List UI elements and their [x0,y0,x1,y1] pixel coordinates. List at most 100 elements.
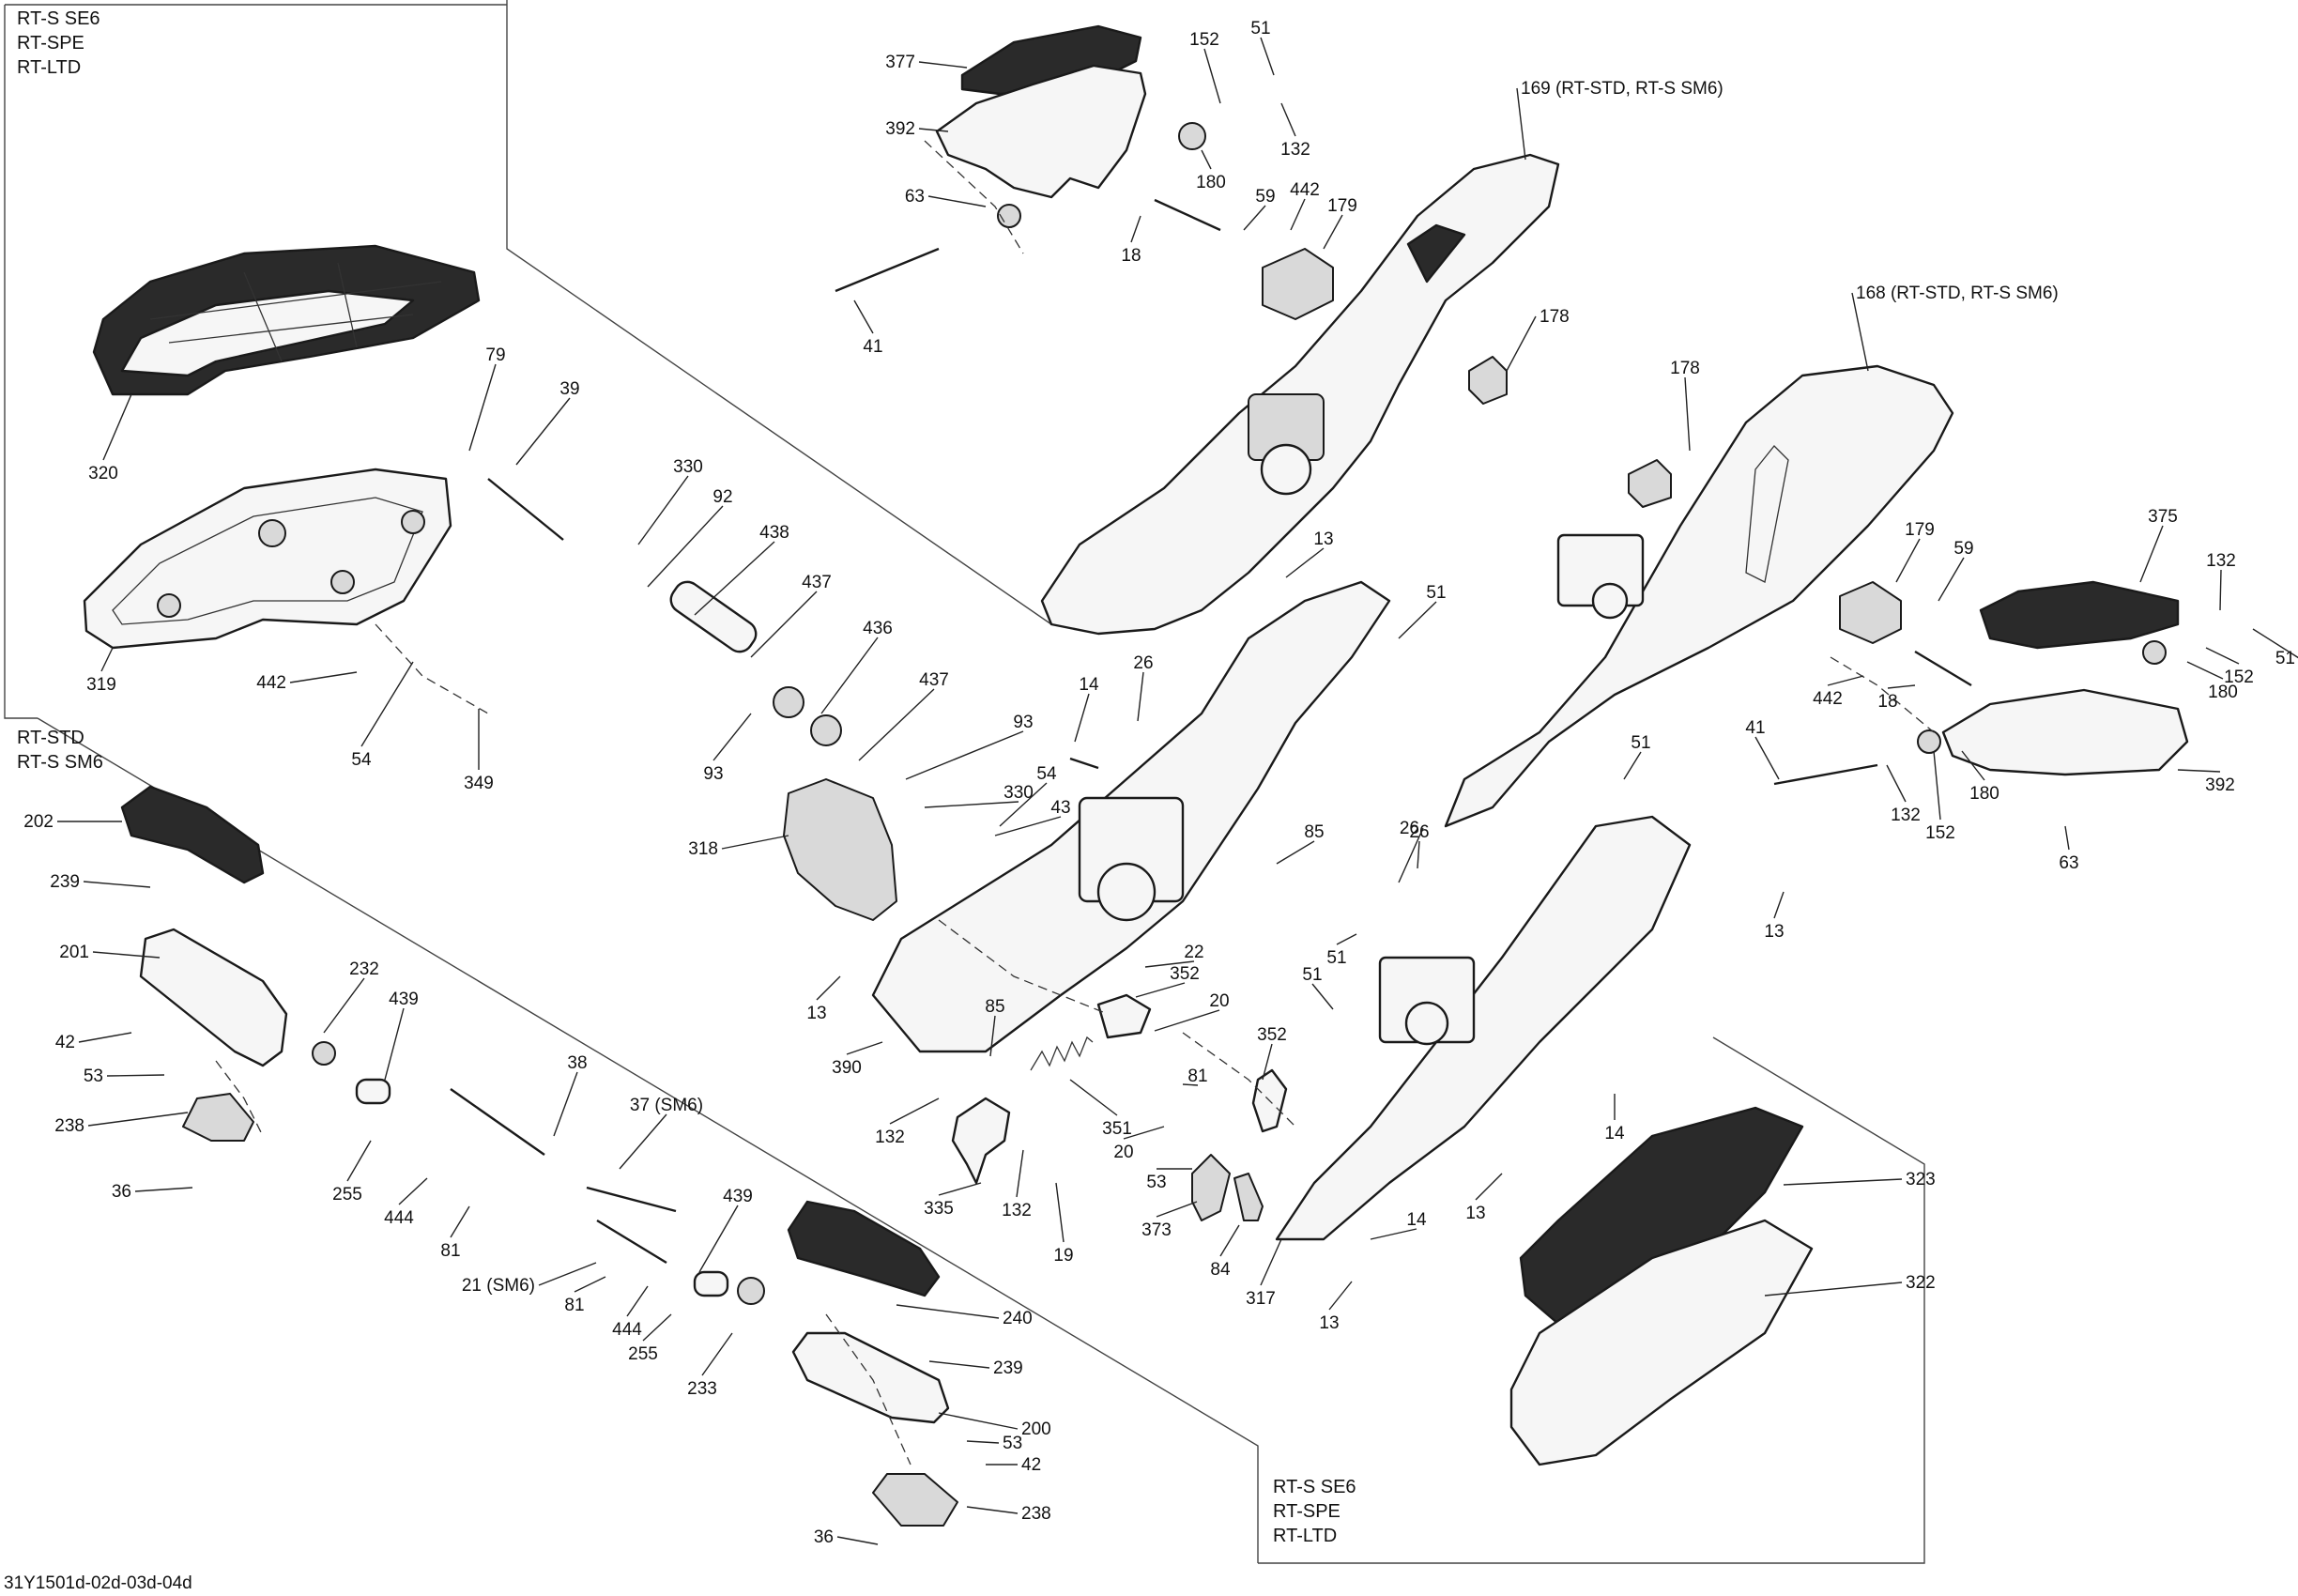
callout-label: 179 [1905,520,1935,540]
callout-label: 20 [1113,1143,1133,1162]
callout-leader [1933,750,1941,821]
callout-label: 93 [703,764,723,784]
callout-label: 51 [1302,965,1322,985]
callout-leader [918,61,968,69]
clip-84 [1233,1173,1264,1221]
callout-leader [1938,557,1965,602]
callout-leader [1961,750,1985,781]
bushing-232 [312,1041,336,1066]
bushing-180 [1178,122,1206,150]
callout-leader [642,1313,672,1342]
callout-leader [1290,198,1306,231]
callout-leader [1276,840,1315,865]
callout-label: 152 [1925,823,1955,843]
assembly-line [1182,1032,1296,1128]
bracket-317 [1275,815,1692,1241]
callout-leader [2139,525,2164,583]
callout-leader [1764,1281,1903,1297]
callout-label: 323 [1906,1170,1936,1189]
callout-label: 18 [1121,246,1141,266]
callout-label: 20 [1209,991,1229,1011]
callout-leader [1887,684,1916,689]
callout-label: 238 [54,1116,84,1136]
callout-label: 81 [564,1296,584,1315]
callout-label: 255 [332,1185,362,1205]
callout-leader [637,475,689,545]
callout-label: 437 [919,670,949,690]
callout-label: 444 [612,1320,642,1340]
spacer-439-bottom [693,1270,729,1297]
callout-leader [1154,1009,1220,1032]
callout-label: 79 [485,345,505,365]
callout-label: 59 [1255,187,1275,207]
bolt-41-right [1773,763,1878,786]
callout-label: 132 [1891,806,1921,825]
callout-leader [1311,983,1334,1010]
callout-leader [1055,1182,1065,1243]
callout-label: 352 [1170,964,1200,984]
variant-block-mid-left: RT-STD RT-S SM6 [17,728,103,773]
diagram-code: 31Y1501d-02d-03d-04d [4,1573,192,1593]
callout-leader [1398,601,1437,639]
callout-label: 14 [1079,675,1099,695]
callout-label: 85 [985,997,1004,1017]
callout-label: 42 [55,1033,75,1052]
callout-leader [836,1536,879,1545]
variant-label: RT-S SM6 [17,752,103,773]
assembly-line [375,623,489,714]
peg-base-201 [139,928,288,1067]
callout-label: 51 [1631,733,1650,753]
callout-leader [1074,693,1090,743]
callout-label: 392 [2205,775,2235,795]
callout-leader [647,505,724,588]
bolt-38 [450,1088,545,1156]
callout-label: 330 [673,457,703,477]
callout-label: 53 [1003,1434,1022,1453]
callout-leader [574,1276,606,1293]
callout-leader [1203,48,1221,104]
callout-label: 240 [1003,1309,1033,1328]
mount-179-right [1839,581,1902,644]
callout-label: 318 [688,839,718,859]
callout-label: 392 [885,119,915,139]
assembly-line [825,1313,912,1466]
callout-label: 39 [559,379,579,399]
callout-label: 37 (SM6) [630,1096,703,1115]
callout-label: 19 [1053,1246,1073,1266]
callout-label: 180 [1969,784,1999,804]
variant-label: RT-STD [17,728,84,748]
callout-label: 201 [59,943,89,962]
variant-label: RT-S SE6 [17,8,100,29]
footboard-base-319 [83,468,452,650]
callout-label: 85 [1304,822,1324,842]
bracket-238 [182,1093,254,1142]
callout-leader [1336,933,1357,945]
callout-leader [346,1140,372,1182]
footboard-pad-323 [1519,1106,1804,1326]
callout-leader [468,363,497,452]
callout-leader [966,1506,1019,1514]
callout-leader [2219,569,2222,611]
bracket-390 [871,580,1391,1053]
callout-leader [1156,1201,1198,1218]
callout-leader [323,977,365,1034]
bracket-238-bottom [872,1473,958,1527]
callout-label: 51 [2275,649,2295,668]
callout-leader [1323,214,1343,250]
peg-240 [787,1200,941,1297]
callout-leader [846,1041,883,1055]
bolt-18-right [1914,650,1972,687]
callout-label: 436 [863,619,893,638]
bushing-233 [737,1277,765,1305]
callout-label: 178 [1670,359,1700,378]
callout-leader [989,1015,996,1057]
callout-label: 437 [802,573,832,592]
callout-label: 36 [814,1527,834,1547]
bolt-14 [1069,757,1099,770]
block-178b [1628,459,1672,508]
callout-leader [398,1177,428,1205]
bolt-37 [586,1186,677,1213]
footboard-base-322 [1509,1219,1814,1466]
bracket-373 [1191,1154,1231,1221]
callout-leader [1773,891,1785,919]
